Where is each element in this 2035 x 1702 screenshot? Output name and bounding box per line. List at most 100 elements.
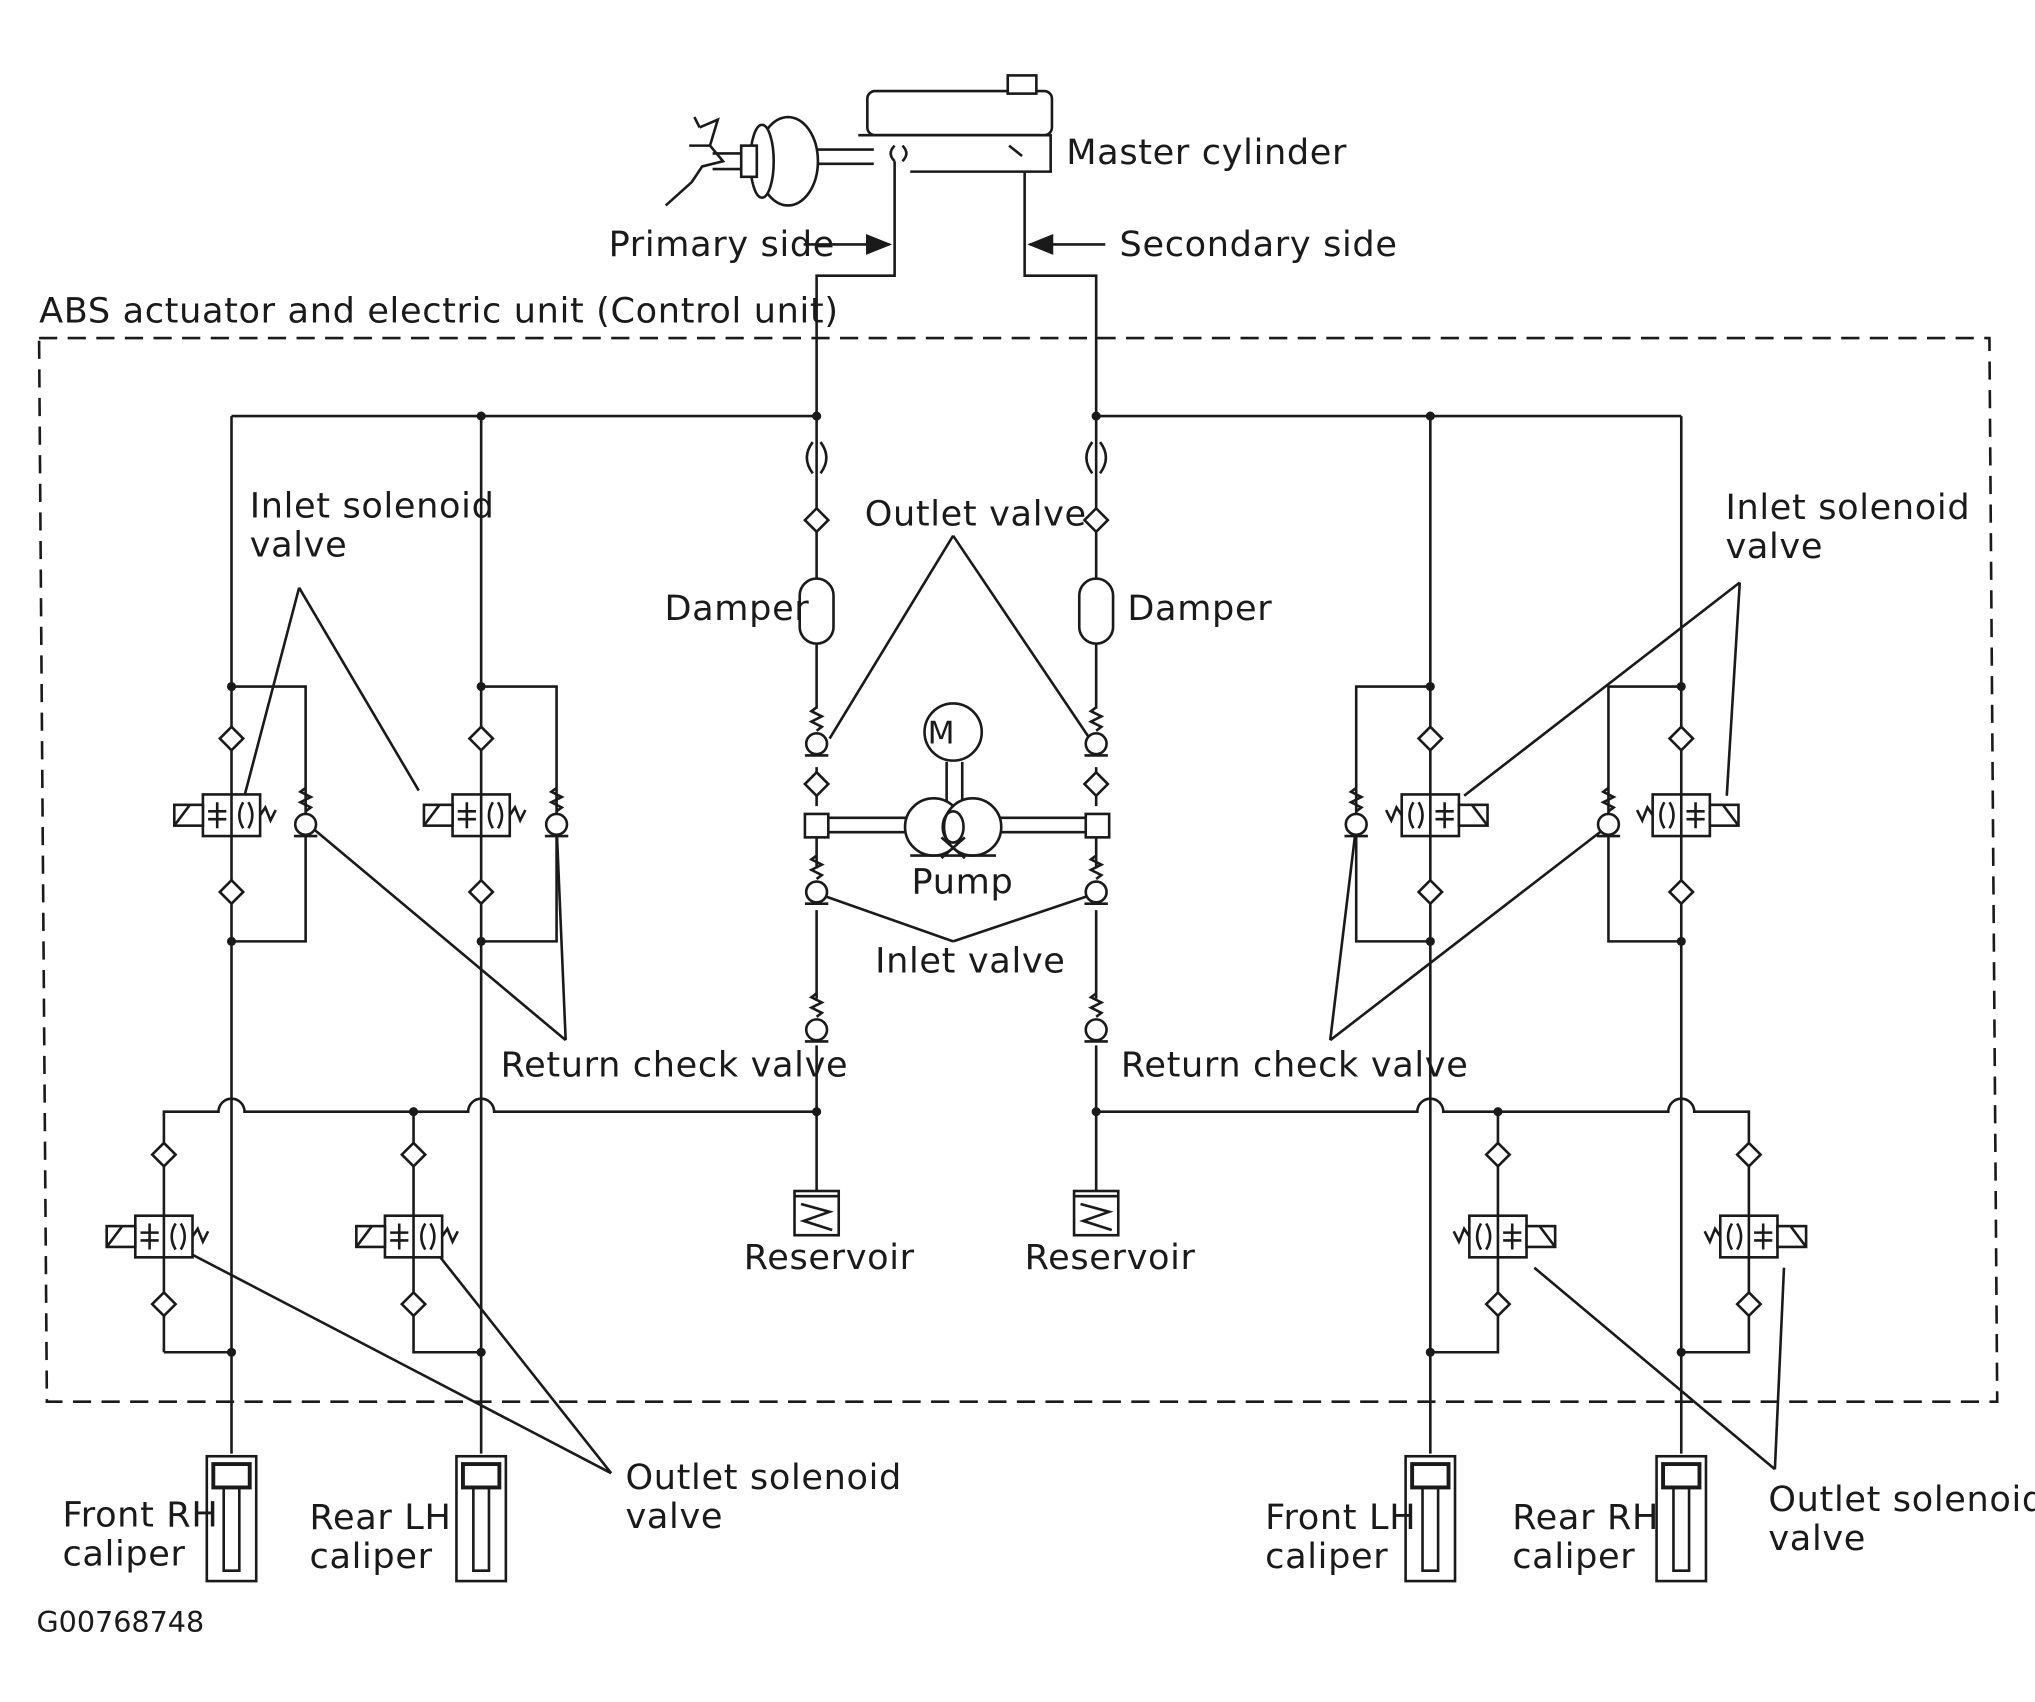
pump-label: Pump [912,861,1014,902]
reservoir-right-label: Reservoir [1025,1237,1196,1278]
junction-dot [476,411,486,421]
caliper-symbol [1655,1454,1708,1583]
reservoir-left-label: Reservoir [744,1237,915,1278]
caliper-symbol [1404,1454,1457,1583]
inlet-solenoid-left-label-2: valve [250,524,348,565]
junction-dot [1676,681,1686,692]
unit-border [37,336,1999,1403]
junction-dot [476,681,486,692]
ball-check-valve-symbol [1596,786,1621,838]
ball-check-valve-symbol [1344,786,1368,838]
junction-dot [1091,1107,1101,1117]
check-valve-symbol [1082,506,1110,534]
caliper-rear-lh-label-1: Rear LH [310,1497,452,1538]
outlet-solenoid-right-label-1: Outlet solenoid [1768,1479,2035,1520]
return-check-right-label: Return check valve [1121,1045,1469,1086]
junction-dot [812,1107,822,1117]
junction-dot [1425,936,1435,946]
junction-dot [476,936,486,946]
caliper-front-lh-label-1: Front LH [1265,1497,1416,1538]
reservoir-symbol [793,1189,841,1237]
outlet-solenoid-right-label-2: valve [1768,1518,1866,1559]
junction-dot [1676,936,1686,946]
solenoid-valve-symbol [1452,1214,1557,1259]
caliper-front-rh-label-2: caliper [62,1533,185,1574]
inlet-valve-label: Inlet valve [875,941,1065,982]
caliper-symbol [455,1454,508,1583]
check-valve-symbol [803,770,831,798]
pump-motor-symbol [803,702,1111,860]
junction-dot [476,1347,486,1357]
outlet-solenoid-left-label-2: valve [625,1496,723,1537]
check-valve-symbol [1416,724,1444,753]
check-valve-symbol [150,1290,178,1318]
inlet-solenoid-left-label-1: Inlet solenoid [250,485,495,526]
junction-dot [1091,411,1101,421]
junction-dot [1676,1347,1686,1357]
master-cylinder-symbol [664,74,1054,207]
junction-dot [1425,681,1435,692]
junction-dot [226,681,237,692]
check-valve-symbol [467,878,495,906]
return-check-left-label: Return check valve [501,1045,849,1086]
check-valve-symbol [150,1141,178,1169]
ball-check-valve-symbol [1084,992,1108,1043]
check-valve-symbol [1416,878,1444,906]
orifice-symbol [805,441,828,475]
check-valve-symbol [400,1290,428,1318]
ball-check-valve-symbol [804,992,829,1043]
primary-side-label: Primary side [609,224,835,265]
motor-label: M [928,716,956,752]
check-valve-symbol [1082,770,1110,798]
damper-symbol [1077,577,1115,645]
check-valve-symbol [217,878,246,906]
reservoir-symbol [1072,1189,1120,1237]
solenoid-valve-symbol [1703,1214,1808,1259]
junction-dot [226,936,237,946]
inlet-solenoid-right-label-2: valve [1725,526,1823,567]
damper-left-label: Damper [664,588,809,629]
inlet-solenoid-right-label-1: Inlet solenoid [1725,487,1970,528]
check-valve-symbol [1735,1141,1763,1169]
ball-check-valve-symbol [1084,854,1108,905]
junction-dot [812,411,822,421]
check-valve-symbol [217,724,246,753]
solenoid-valve-symbol [1384,793,1489,838]
check-valve-symbol [1667,724,1695,753]
check-valve-symbol [1667,878,1695,906]
solenoid-valve-symbol [105,1214,210,1259]
caliper-rear-lh-label-2: caliper [310,1536,433,1577]
caliper-rear-rh-label-1: Rear RH [1512,1497,1659,1538]
ball-check-valve-symbol [1084,706,1108,757]
solenoid-valve-symbol [355,1214,459,1259]
master-cylinder-label: Master cylinder [1066,132,1347,173]
junction-dot [1425,1347,1435,1357]
caliper-symbol [205,1454,258,1583]
damper-symbol [798,577,835,645]
solenoid-valve-symbol [422,793,527,838]
check-valve-symbol [803,506,831,534]
ball-check-valve-symbol [293,786,318,838]
check-valve-symbol [1735,1290,1763,1318]
ball-check-valve-symbol [804,706,829,757]
damper-right-label: Damper [1127,588,1272,629]
solenoid-valve-symbol [173,793,277,838]
outlet-solenoid-left-label-1: Outlet solenoid [625,1457,901,1498]
orifice-symbol [1085,441,1108,475]
diagram-code: G00768748 [36,1605,204,1639]
caliper-front-lh-label-2: caliper [1265,1536,1388,1577]
junction-dot [1493,1107,1503,1117]
outlet-valve-label: Outlet valve [865,493,1087,534]
unit-label: ABS actuator and electric unit (Control … [39,290,839,331]
check-valve-symbol [400,1141,428,1169]
junction-dot [408,1107,419,1117]
check-valve-symbol [1484,1141,1512,1169]
caliper-rear-rh-label-2: caliper [1512,1536,1635,1577]
junction-dot [226,1347,237,1357]
leader-lines [191,534,1786,1475]
secondary-side-label: Secondary side [1120,224,1398,265]
solenoid-valve-symbol [1635,793,1740,838]
ball-check-valve-symbol [544,786,569,838]
